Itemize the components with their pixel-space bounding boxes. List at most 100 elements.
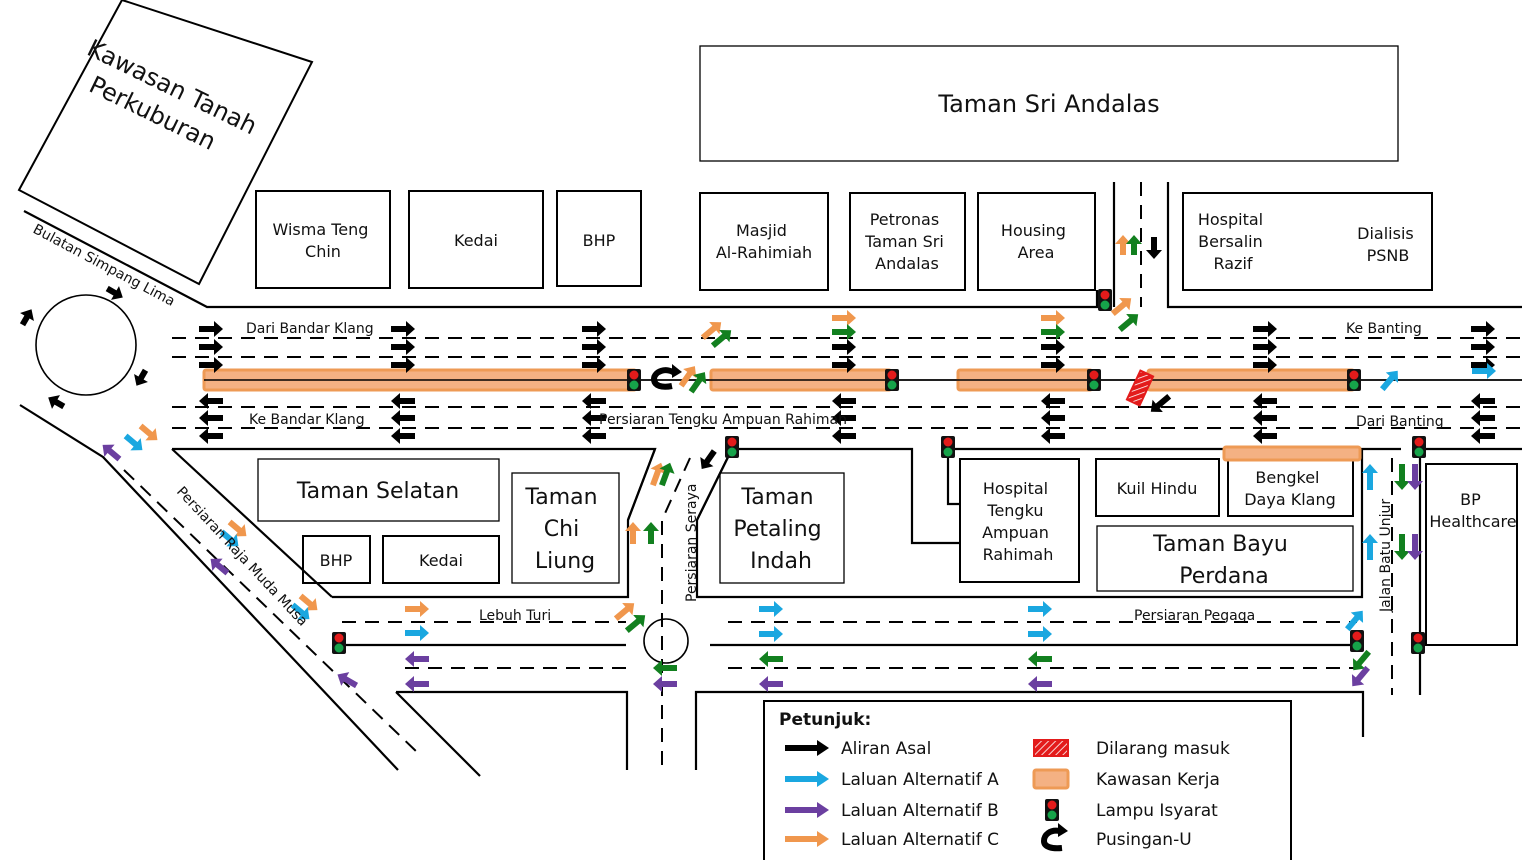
flow-arrow [138, 423, 158, 441]
traffic-light-icon [725, 436, 739, 458]
flow-arrow [391, 321, 415, 337]
road-label-persiaran-pegaga: Persiaran Pegaga [1134, 608, 1255, 624]
legend-arrow-icon [785, 802, 829, 818]
area-taman-selatan [257, 458, 500, 522]
legend-item: Laluan Alternatif C [785, 830, 999, 850]
flow-arrow [1150, 393, 1172, 413]
flow-arrow [659, 462, 675, 487]
flow-arrow [391, 410, 415, 426]
label-kedai-bottom: Kedai [419, 551, 463, 570]
traffic-lights [332, 289, 1426, 654]
legend-item: Aliran Asal [785, 739, 931, 759]
flow-arrow [1253, 428, 1277, 444]
area-housing [977, 192, 1096, 291]
flow-arrow [1253, 393, 1277, 409]
area-bengkel [1227, 458, 1354, 517]
legend-arrow-icon [785, 831, 829, 847]
flow-arrow [688, 372, 707, 394]
area-taman-bayu-perdana [1096, 525, 1354, 592]
flow-arrow [1041, 339, 1065, 355]
flow-arrow [1028, 651, 1052, 667]
flow-arrow [653, 660, 677, 676]
legend-item: Dilarang masuk [1033, 739, 1230, 759]
area-bp-healthcare [1425, 463, 1518, 646]
area-kedai-bottom [382, 535, 500, 584]
flow-arrow [391, 357, 415, 373]
road-label-ke-banting: Ke Banting [1346, 321, 1422, 337]
flow-arrow [1253, 321, 1277, 337]
flow-arrow [227, 519, 247, 537]
flow-arrow [643, 522, 659, 544]
road-label-ke-bandar-klang: Ke Bandar Klang [249, 412, 365, 428]
flow-arrow [832, 310, 856, 326]
flow-arrow [582, 428, 606, 444]
area-wisma-teng-chin [255, 190, 391, 289]
road-label-persiaran-seraya: Persiaran Seraya [684, 484, 700, 602]
flow-arrow [19, 309, 34, 327]
flow-arrow [832, 428, 856, 444]
flow-arrow [48, 395, 66, 410]
no-entry-sign [1125, 369, 1155, 407]
label-taman-bayu-perdana: Taman Bayu Perdana [1152, 532, 1295, 589]
flow-arrow [1115, 235, 1131, 255]
flow-arrow [1471, 410, 1495, 426]
traffic-light-icon [627, 369, 641, 391]
flow-arrow [710, 329, 732, 349]
label-hospital-tengku: Hospital Tengku Ampuan Rahimah [982, 479, 1054, 564]
flow-arrow [1126, 235, 1142, 255]
flow-arrow [582, 321, 606, 337]
flow-arrow [832, 410, 856, 426]
label-petronas: Petronas Taman Sri Andalas [864, 210, 949, 273]
flow-arrow [1471, 428, 1495, 444]
area-petronas [849, 192, 966, 291]
flow-arrow [1117, 313, 1139, 333]
label-taman-sri-andalas: Taman Sri Andalas [937, 90, 1159, 118]
flow-arrow [199, 410, 223, 426]
flow-arrow [1394, 534, 1410, 560]
flow-arrow [678, 366, 697, 388]
u-turn-icon [650, 364, 682, 390]
road-label-tengku-ampuan: Persiaran Tengku Ampuan Rahimah [599, 412, 847, 428]
flow-arrow [391, 339, 415, 355]
flow-arrow [1041, 428, 1065, 444]
traffic-light-icon [1411, 632, 1425, 654]
flow-arrow [832, 339, 856, 355]
area-tanah-perkuburan [17, 0, 314, 286]
flow-arrow [582, 410, 606, 426]
flow-arrow [832, 393, 856, 409]
flow-arrow [1362, 534, 1378, 560]
roundabout-lebuh-turi [643, 618, 689, 664]
legend-arrow-icon [785, 740, 829, 756]
traffic-light-icon [1347, 369, 1361, 391]
flow-arrow [1041, 357, 1065, 373]
area-kedai-top [408, 190, 544, 289]
flow-arrow [391, 428, 415, 444]
traffic-light-icon [1098, 289, 1112, 311]
flow-arrow [653, 676, 677, 692]
flow-arrow [700, 321, 722, 341]
flow-arrow [1041, 393, 1065, 409]
label-kuil-hindu: Kuil Hindu [1117, 479, 1198, 498]
flow-arrow [1352, 649, 1372, 671]
flow-arrow [759, 651, 783, 667]
flow-arrow [1472, 363, 1496, 379]
work-zone [1222, 445, 1362, 462]
flow-arrow [1028, 626, 1052, 642]
flow-arrow [199, 321, 223, 337]
flow-arrow [1253, 339, 1277, 355]
flow-arrow [123, 433, 143, 451]
legend-item: Pusingan-U [1040, 823, 1192, 852]
label-bengkel: Bengkel Daya Klang [1244, 468, 1336, 509]
flow-arrow [298, 593, 318, 611]
flow-arrow [1041, 310, 1065, 326]
label-bhp-bottom: BHP [320, 551, 353, 570]
flow-arrow [759, 626, 783, 642]
flow-arrow [199, 393, 223, 409]
flow-arrow [1471, 321, 1495, 337]
label-hospital-bersalin: Hospital Bersalin Razif [1198, 210, 1268, 273]
area-hospital-bersalin [1182, 192, 1433, 291]
legend-label: Kawasan Kerja [1096, 770, 1220, 790]
flow-arrow [1394, 464, 1410, 490]
flow-arrow [613, 602, 635, 622]
